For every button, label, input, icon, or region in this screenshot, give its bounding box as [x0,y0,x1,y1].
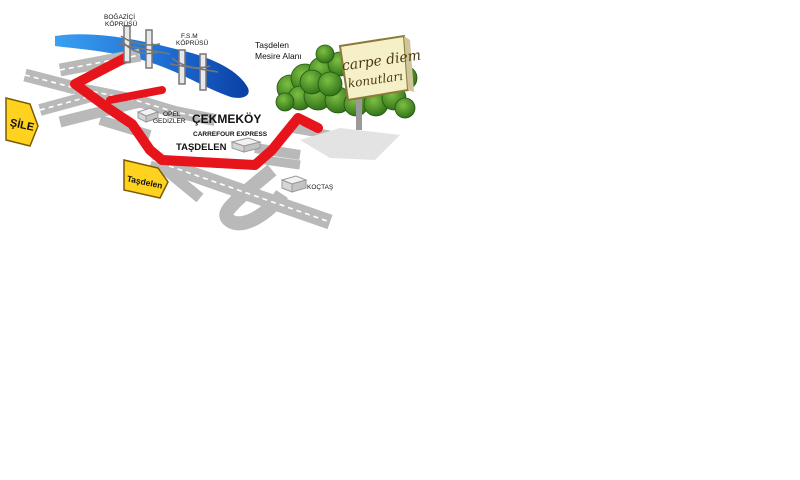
sile-sign: ŞİLE [5,97,39,147]
district-label: ÇEKMEKÖY [192,111,261,126]
billboard: carpe diem konutları [338,34,422,130]
bogazici-bridge [117,25,171,69]
sile-sign-label: ŞİLE [9,116,36,134]
koctas-label: KOÇTAŞ [307,184,334,191]
site-plaza [300,128,400,160]
park-label-line2: Mesire Alanı [255,51,302,61]
opel-label-line1: OPEL [163,111,181,118]
bogazici-label-line1: BOĞAZİÇİ [104,12,135,21]
carrefour-building [230,137,262,153]
opel-building [136,107,160,123]
park-label-line1: Taşdelen [255,40,289,50]
route-branch-line [106,86,166,104]
koctas-building [280,175,308,193]
carrefour-label: CARREFOUR EXPRESS [193,131,268,138]
opel-label-line2: GEDİZLER [153,116,186,125]
tasdelen-label: TAŞDELEN [176,142,227,153]
fsm-bridge [169,49,219,91]
bogazici-label-line2: KÖPRÜSÜ [105,20,137,28]
route-line [70,53,323,170]
fsm-label-line1: F.S.M [181,33,198,40]
tasdelen-sign: Taşdelen [123,159,169,199]
fsm-label-line2: KÖPRÜSÜ [176,39,208,47]
